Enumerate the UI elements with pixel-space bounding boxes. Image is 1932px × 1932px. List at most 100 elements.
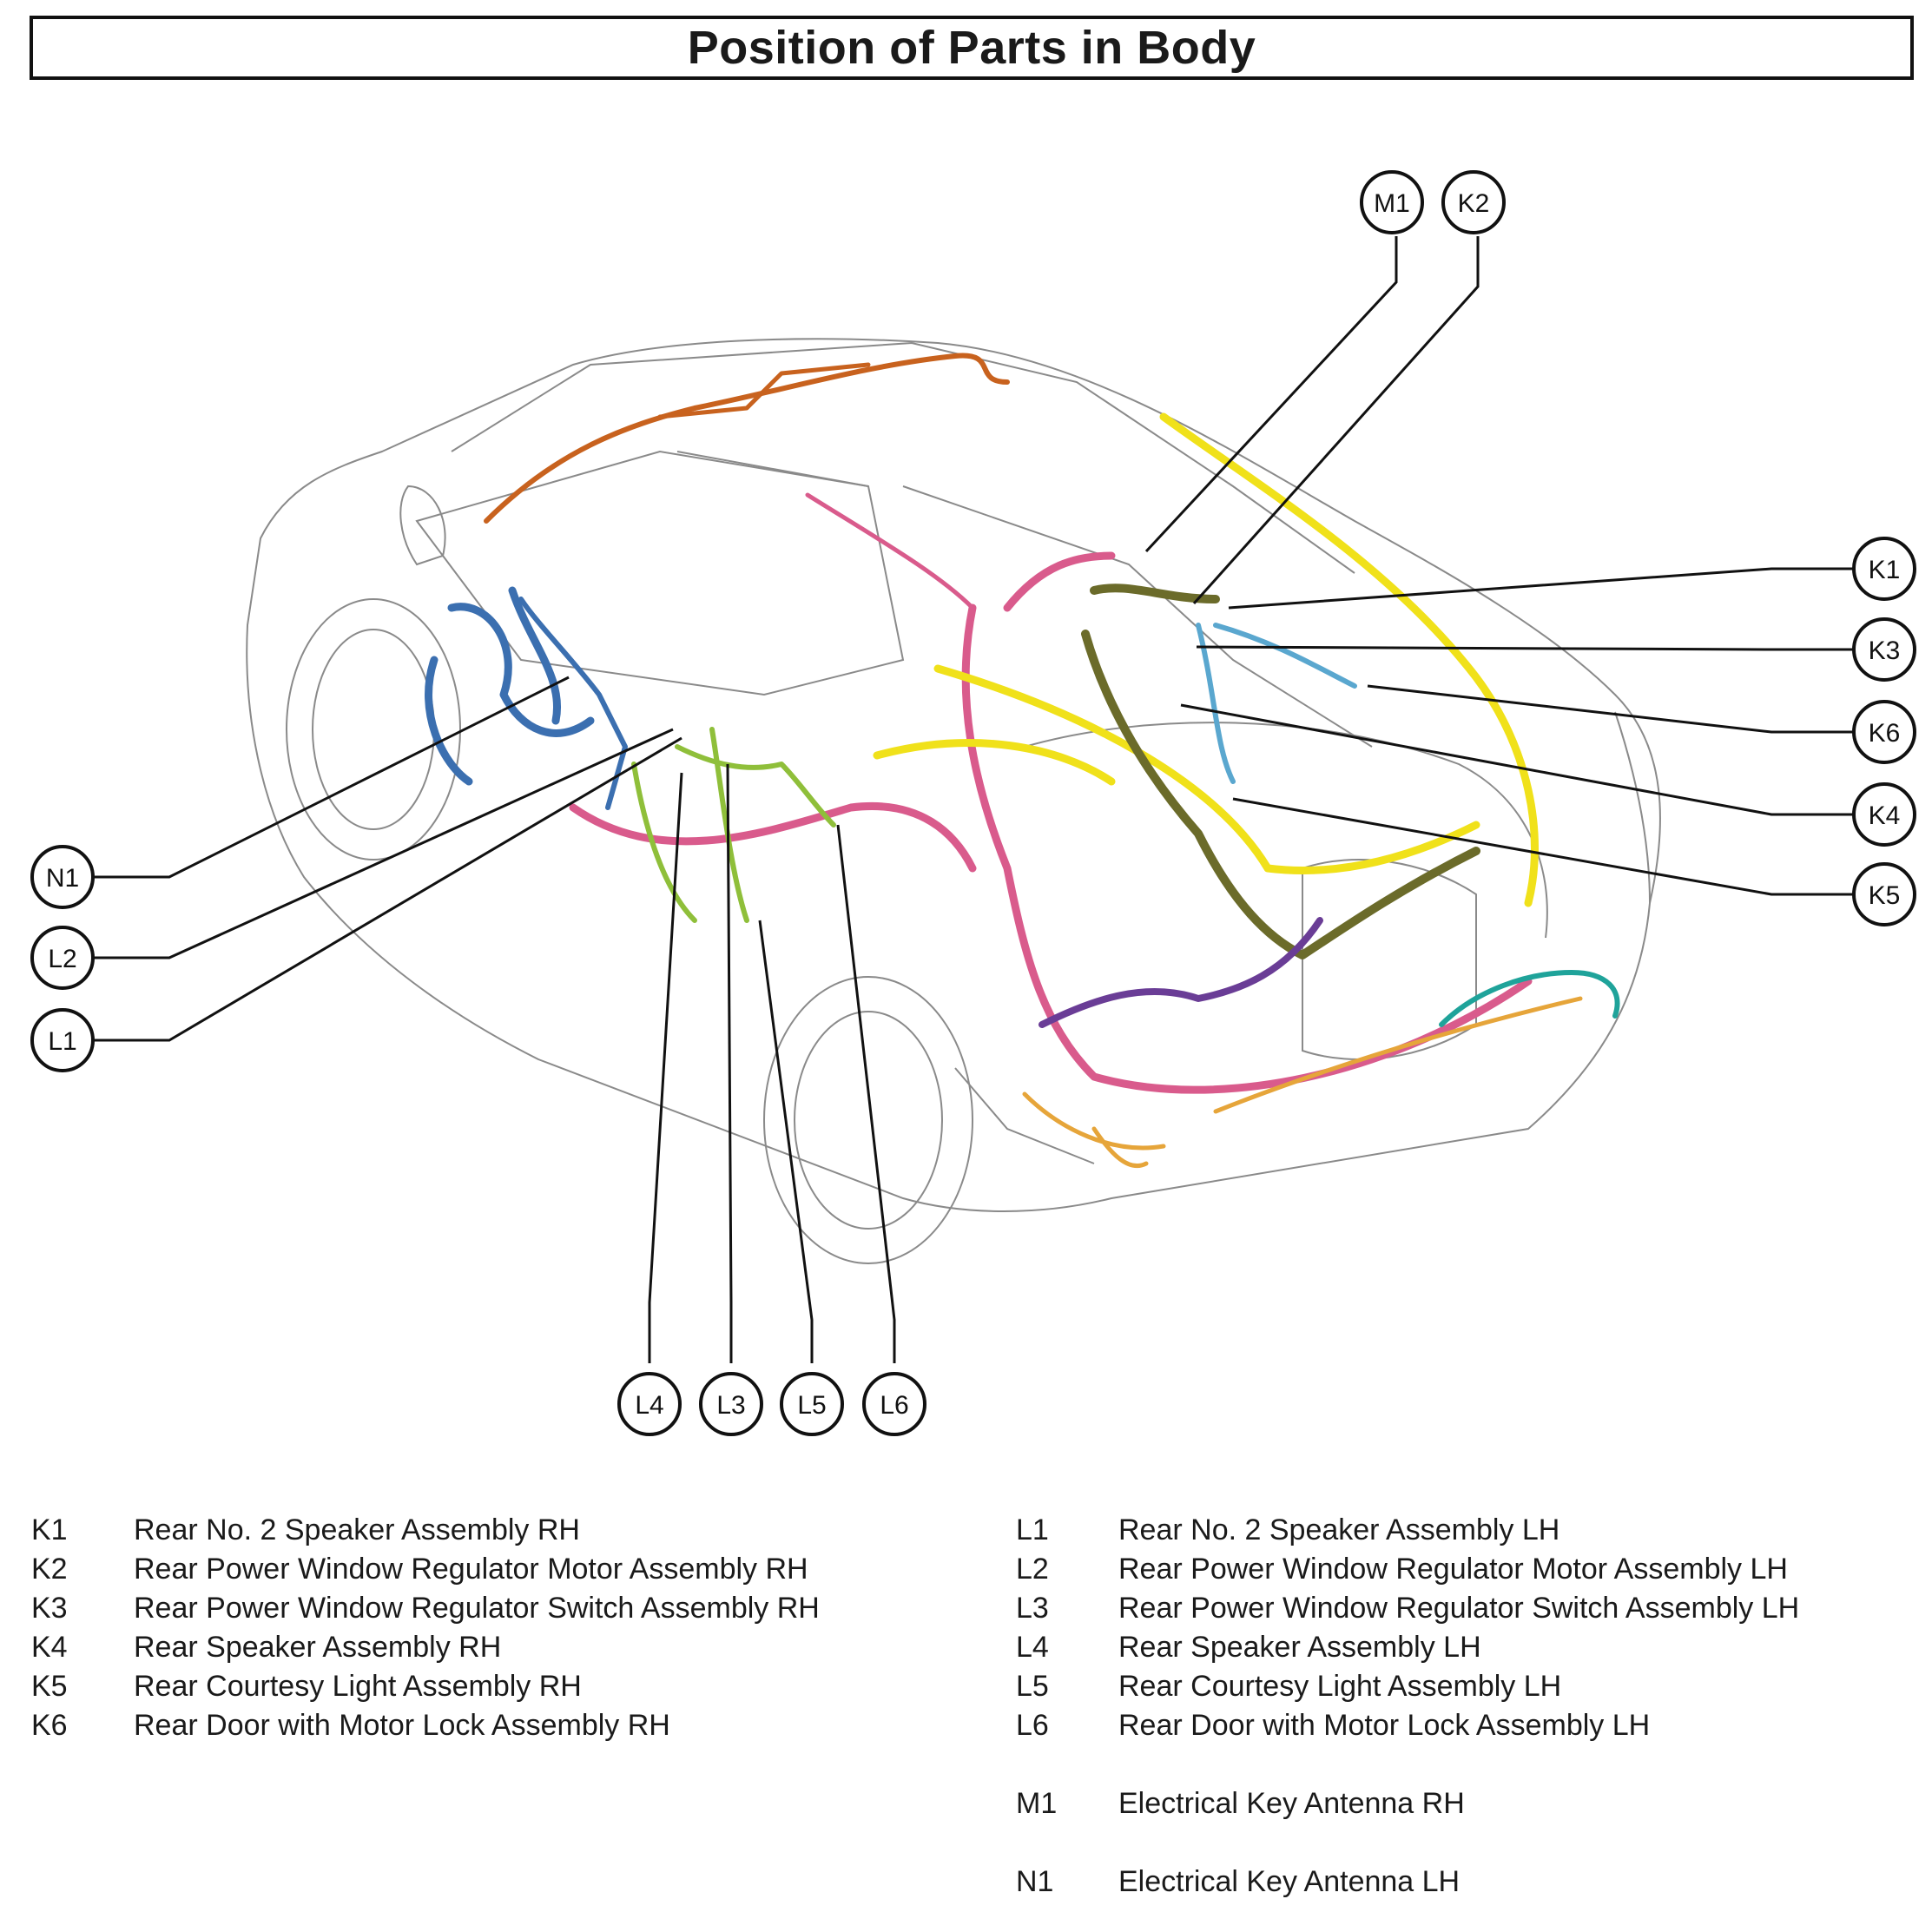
legend-row-k4: K4 Rear Speaker Assembly RH (31, 1628, 820, 1667)
legend-code: M1 (1016, 1787, 1058, 1820)
title-box: Position of Parts in Body (30, 16, 1914, 80)
legend-name: Rear Power Window Regulator Motor Assemb… (1118, 1553, 1788, 1586)
harness-lime-left (631, 727, 836, 923)
leader-l4 (648, 772, 683, 1363)
leader-lines (91, 236, 1858, 1363)
svg-text:K1: K1 (1869, 556, 1901, 584)
legend-code: K5 (31, 1670, 68, 1703)
svg-text:L2: L2 (48, 945, 76, 973)
legend-name: Rear Courtesy Light Assembly LH (1118, 1670, 1562, 1703)
leader-k2 (1192, 236, 1480, 605)
harness-blue-left-door-2 (518, 597, 628, 810)
legend-code: K1 (31, 1513, 68, 1546)
legend-name: Rear Door with Motor Lock Assembly RH (134, 1709, 670, 1742)
svg-text:K3: K3 (1869, 636, 1901, 665)
callout-l2: L2 (30, 926, 95, 990)
legend-row-k6: K6 Rear Door with Motor Lock Assembly RH (31, 1706, 820, 1745)
svg-text:L4: L4 (635, 1391, 663, 1420)
leader-n1 (91, 676, 570, 879)
legend-name: Rear Power Window Regulator Switch Assem… (1118, 1592, 1800, 1625)
svg-text:L6: L6 (880, 1391, 908, 1420)
legend-name: Rear Door with Motor Lock Assembly LH (1118, 1709, 1651, 1742)
svg-text:K4: K4 (1869, 801, 1901, 830)
wire-harnesses (425, 353, 1620, 1169)
callout-m1: M1 (1360, 170, 1424, 234)
callout-l3: L3 (699, 1372, 763, 1436)
svg-text:M1: M1 (1374, 189, 1410, 218)
callout-l5: L5 (780, 1372, 844, 1436)
callout-l1: L1 (30, 1008, 95, 1072)
legend-name: Rear Courtesy Light Assembly RH (134, 1670, 582, 1703)
legend-code: K6 (31, 1709, 68, 1742)
legend-spacer (1016, 1823, 1799, 1863)
svg-text:K2: K2 (1458, 189, 1490, 218)
callout-k3: K3 (1852, 617, 1916, 682)
legend-code: L5 (1016, 1670, 1049, 1703)
svg-text:K5: K5 (1869, 881, 1901, 910)
harness-orange-roof-branch (657, 362, 871, 419)
callouts: M1 K2 K1 K3 K6 K4 K5 N1 L2 L1 L4 L3 L5 L… (30, 170, 1916, 1436)
harness-orange-roof (484, 353, 1010, 524)
svg-text:L5: L5 (797, 1391, 826, 1420)
callout-l4: L4 (617, 1372, 682, 1436)
legend-name: Rear No. 2 Speaker Assembly RH (134, 1513, 580, 1546)
legend-name: Rear Power Window Regulator Switch Assem… (134, 1592, 820, 1625)
legend-row-l6: L6 Rear Door with Motor Lock Assembly LH (1016, 1706, 1799, 1745)
legend-name: Rear No. 2 Speaker Assembly LH (1118, 1513, 1560, 1546)
harness-pink-main (569, 551, 1533, 1094)
callout-l6: L6 (862, 1372, 926, 1436)
legend-name: Rear Power Window Regulator Motor Assemb… (134, 1553, 808, 1586)
legend-row-l3: L3 Rear Power Window Regulator Switch Ass… (1016, 1589, 1799, 1628)
leader-k1 (1228, 567, 1858, 610)
svg-text:L1: L1 (48, 1027, 76, 1056)
legend-name: Rear Speaker Assembly RH (134, 1631, 502, 1664)
legend-row-m1: M1 Electrical Key Antenna RH (1016, 1784, 1799, 1823)
leader-l3 (726, 763, 733, 1363)
svg-text:K6: K6 (1869, 719, 1901, 748)
legend-code: L1 (1016, 1513, 1049, 1546)
harness-amber (1022, 996, 1583, 1169)
svg-text:N1: N1 (46, 864, 79, 893)
harness-cyan-right (1196, 623, 1357, 784)
legend-name: Rear Speaker Assembly LH (1118, 1631, 1481, 1664)
leader-l5 (758, 920, 814, 1363)
legend-code: L3 (1016, 1592, 1049, 1625)
legend-name: Electrical Key Antenna RH (1118, 1787, 1465, 1820)
callout-k4: K4 (1852, 782, 1916, 847)
legend-row-l1: L1 Rear No. 2 Speaker Assembly LH (1016, 1511, 1799, 1550)
leader-l1 (91, 736, 682, 1042)
leader-k5 (1232, 797, 1858, 896)
harness-pink-roof (805, 492, 975, 610)
leader-l2 (91, 728, 674, 959)
harness-teal (1439, 970, 1620, 1027)
harness-purple (1039, 917, 1323, 1028)
legend-row-k5: K5 Rear Courtesy Light Assembly RH (31, 1667, 820, 1706)
car-outline (246, 338, 1661, 1264)
legend-code: L6 (1016, 1709, 1049, 1742)
leader-k4 (1180, 703, 1858, 816)
legend-code: L4 (1016, 1631, 1049, 1664)
legend-code: L2 (1016, 1553, 1049, 1586)
legend-name: Electrical Key Antenna LH (1118, 1865, 1461, 1898)
page-title: Position of Parts in Body (687, 22, 1256, 74)
legend-spacer (1016, 1745, 1799, 1784)
legend-row-k2: K2 Rear Power Window Regulator Motor Asse… (31, 1550, 820, 1589)
harness-blue-left-door (425, 586, 595, 786)
leader-m1 (1144, 236, 1398, 553)
legend-row-l2: L2 Rear Power Window Regulator Motor Asse… (1016, 1550, 1799, 1589)
harness-olive-main (1081, 584, 1480, 959)
callout-k5: K5 (1852, 862, 1916, 926)
leader-k6 (1367, 684, 1858, 734)
callout-k6: K6 (1852, 700, 1916, 764)
legend-row-k1: K1 Rear No. 2 Speaker Assembly RH (31, 1511, 820, 1550)
svg-text:L3: L3 (716, 1391, 745, 1420)
legend-code: K2 (31, 1553, 68, 1586)
legend-code: K4 (31, 1631, 68, 1664)
leader-k3 (1196, 645, 1858, 651)
legend-row-l4: L4 Rear Speaker Assembly LH (1016, 1628, 1799, 1667)
